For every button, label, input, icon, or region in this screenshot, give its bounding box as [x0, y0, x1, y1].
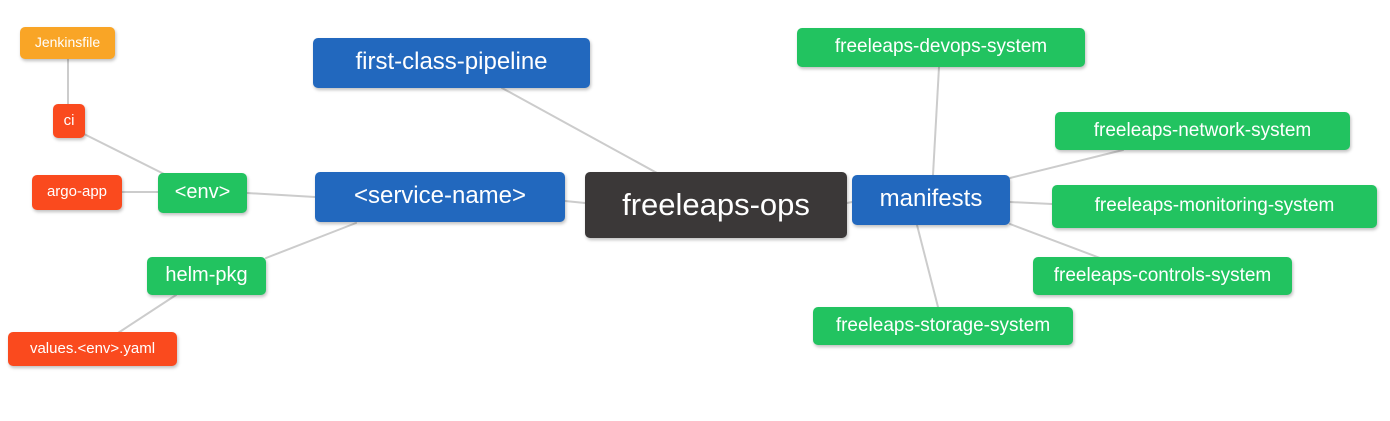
- edge-helm-pkg-to-service-name: [265, 222, 357, 259]
- node-service-name[interactable]: <service-name>: [315, 172, 565, 222]
- node-freeleaps-monitoring-system[interactable]: freeleaps-monitoring-system: [1052, 185, 1377, 228]
- node-label: ci: [63, 111, 75, 129]
- node-label: Jenkinsfile: [34, 34, 101, 50]
- node-freeleaps-network-system[interactable]: freeleaps-network-system: [1055, 112, 1350, 150]
- node-freeleaps-controls-system[interactable]: freeleaps-controls-system: [1033, 257, 1292, 295]
- node-label: <env>: [174, 181, 231, 203]
- node-jenkinsfile[interactable]: Jenkinsfile: [20, 27, 115, 59]
- node-label: freeleaps-devops-system: [834, 36, 1048, 57]
- edge-helm-pkg-to-values-env-yaml: [117, 294, 177, 334]
- edge-manifests-to-freeleaps-devops-system: [932, 66, 940, 176]
- edge-ci-to-env: [83, 133, 169, 177]
- edge-manifests-to-freeleaps-storage-system: [916, 224, 939, 308]
- node-manifests[interactable]: manifests: [852, 175, 1010, 225]
- node-freeleaps-ops[interactable]: freeleaps-ops: [585, 172, 847, 238]
- node-helm-pkg[interactable]: helm-pkg: [147, 257, 266, 295]
- node-label: helm-pkg: [165, 264, 248, 286]
- edge-first-class-pipeline-to-freeleaps-ops: [501, 87, 658, 174]
- node-label: argo-app: [46, 183, 108, 200]
- node-label: manifests: [879, 185, 983, 212]
- edge-manifests-to-freeleaps-controls-system: [1009, 223, 1101, 259]
- node-freeleaps-devops-system[interactable]: freeleaps-devops-system: [797, 28, 1085, 67]
- node-label: first-class-pipeline: [355, 48, 548, 75]
- node-label: freeleaps-monitoring-system: [1094, 195, 1335, 216]
- node-argo-app[interactable]: argo-app: [32, 175, 122, 210]
- node-ci[interactable]: ci: [53, 104, 85, 138]
- node-values-env-yaml[interactable]: values.<env>.yaml: [8, 332, 177, 366]
- node-label: values.<env>.yaml: [29, 339, 156, 357]
- node-env[interactable]: <env>: [158, 173, 247, 213]
- node-freeleaps-storage-system[interactable]: freeleaps-storage-system: [813, 307, 1073, 345]
- edge-manifests-to-freeleaps-monitoring-system: [1009, 201, 1053, 205]
- node-first-class-pipeline[interactable]: first-class-pipeline: [313, 38, 590, 88]
- node-label: freeleaps-storage-system: [835, 314, 1051, 336]
- node-label: freeleaps-controls-system: [1053, 264, 1272, 286]
- node-label: <service-name>: [353, 182, 527, 209]
- node-label: freeleaps-ops: [622, 186, 810, 222]
- node-label: freeleaps-network-system: [1093, 119, 1312, 141]
- edge-manifests-to-freeleaps-network-system: [1009, 149, 1124, 179]
- edge-env-to-service-name: [246, 192, 316, 198]
- edge-service-name-to-freeleaps-ops: [564, 200, 586, 204]
- edge-freeleaps-ops-to-manifests: [846, 201, 853, 204]
